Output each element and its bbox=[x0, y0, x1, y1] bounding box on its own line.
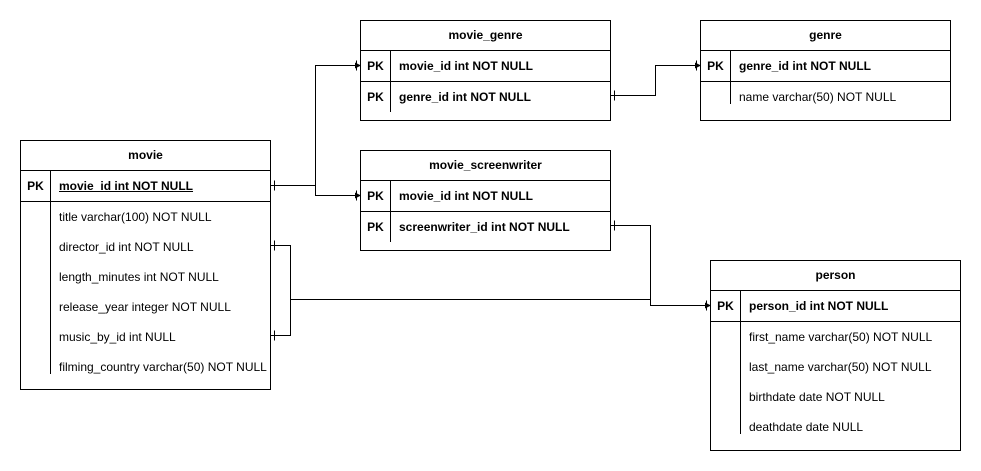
pk-row: PK movie_id int NOT NULL bbox=[361, 51, 610, 82]
attribute-field: deathdate date NULL bbox=[749, 420, 864, 434]
attribute-row: director_id int NOT NULL bbox=[21, 232, 270, 262]
arrow-movie-genre bbox=[355, 62, 361, 69]
pk-label: PK bbox=[361, 51, 391, 81]
entity-genre[interactable]: genre PK genre_id int NOT NULL name varc… bbox=[700, 20, 951, 121]
entity-title: genre bbox=[701, 21, 950, 51]
pk-label: PK bbox=[21, 171, 51, 201]
attribute-field: name varchar(50) NOT NULL bbox=[739, 90, 897, 104]
attribute-field: music_by_id int NULL bbox=[59, 330, 176, 344]
arrow-genre bbox=[695, 62, 701, 69]
pk-field: person_id int NOT NULL bbox=[749, 299, 889, 313]
attribute-field: release_year integer NOT NULL bbox=[59, 300, 231, 314]
entity-movie[interactable]: movie PK movie_id int NOT NULL title var… bbox=[20, 140, 271, 390]
attribute-field: director_id int NOT NULL bbox=[59, 240, 194, 254]
attribute-row: first_name varchar(50) NOT NULL bbox=[711, 322, 960, 352]
entity-title: movie_genre bbox=[361, 21, 610, 51]
attribute-list: title varchar(100) NOT NULL director_id … bbox=[21, 202, 270, 382]
attribute-field: first_name varchar(50) NOT NULL bbox=[749, 330, 933, 344]
attribute-row: last_name varchar(50) NOT NULL bbox=[711, 352, 960, 382]
link-movie-movie-genre bbox=[270, 65, 361, 186]
attribute-list: name varchar(50) NOT NULL bbox=[701, 82, 950, 112]
attribute-field: birthdate date NOT NULL bbox=[749, 390, 885, 404]
attribute-row: filming_country varchar(50) NOT NULL bbox=[21, 352, 270, 382]
link-movie-movie-screenwriter bbox=[315, 185, 361, 196]
pk-field: genre_id int NOT NULL bbox=[739, 59, 871, 73]
link-genre bbox=[610, 65, 701, 96]
attribute-list: first_name varchar(50) NOT NULL last_nam… bbox=[711, 322, 960, 442]
pk-field: movie_id int NOT NULL bbox=[59, 179, 194, 193]
attribute-row: release_year integer NOT NULL bbox=[21, 292, 270, 322]
attribute-row: name varchar(50) NOT NULL bbox=[701, 82, 950, 112]
attribute-field: title varchar(100) NOT NULL bbox=[59, 210, 212, 224]
attribute-row: deathdate date NULL bbox=[711, 412, 960, 442]
attribute-row: music_by_id int NULL bbox=[21, 322, 270, 352]
attribute-row: birthdate date NOT NULL bbox=[711, 382, 960, 412]
arrow-movie-screenwriter bbox=[355, 192, 361, 199]
pk-row: PK movie_id int NOT NULL bbox=[21, 171, 270, 202]
pk-row: PK genre_id int NOT NULL bbox=[361, 82, 610, 112]
pk-field: screenwriter_id int NOT NULL bbox=[399, 220, 570, 234]
pk-field: genre_id int NOT NULL bbox=[399, 90, 531, 104]
attribute-row: title varchar(100) NOT NULL bbox=[21, 202, 270, 232]
key-column-divider bbox=[730, 82, 731, 104]
pk-field: movie_id int NOT NULL bbox=[399, 189, 534, 203]
attribute-field: length_minutes int NOT NULL bbox=[59, 270, 219, 284]
key-column-divider bbox=[740, 322, 741, 434]
entity-title: movie bbox=[21, 141, 270, 171]
pk-row: PK screenwriter_id int NOT NULL bbox=[361, 212, 610, 242]
link-director-music-person bbox=[270, 245, 651, 336]
pk-label: PK bbox=[701, 51, 731, 81]
pk-row: PK person_id int NOT NULL bbox=[711, 291, 960, 322]
link-screenwriter-person bbox=[610, 225, 711, 306]
entity-title: movie_screenwriter bbox=[361, 151, 610, 181]
pk-label: PK bbox=[361, 181, 391, 211]
attribute-field: filming_country varchar(50) NOT NULL bbox=[59, 360, 267, 374]
entity-movie-screenwriter[interactable]: movie_screenwriter PK movie_id int NOT N… bbox=[360, 150, 611, 251]
pk-label: PK bbox=[361, 212, 391, 242]
pk-row: PK genre_id int NOT NULL bbox=[701, 51, 950, 82]
key-column-divider bbox=[50, 202, 51, 374]
pk-label: PK bbox=[711, 291, 741, 321]
pk-row: PK movie_id int NOT NULL bbox=[361, 181, 610, 212]
entity-title: person bbox=[711, 261, 960, 291]
arrow-person bbox=[705, 302, 711, 309]
entity-movie-genre[interactable]: movie_genre PK movie_id int NOT NULL PK … bbox=[360, 20, 611, 121]
pk-label: PK bbox=[361, 82, 391, 112]
pk-field: movie_id int NOT NULL bbox=[399, 59, 534, 73]
entity-person[interactable]: person PK person_id int NOT NULL first_n… bbox=[710, 260, 961, 451]
attribute-row: length_minutes int NOT NULL bbox=[21, 262, 270, 292]
attribute-field: last_name varchar(50) NOT NULL bbox=[749, 360, 932, 374]
